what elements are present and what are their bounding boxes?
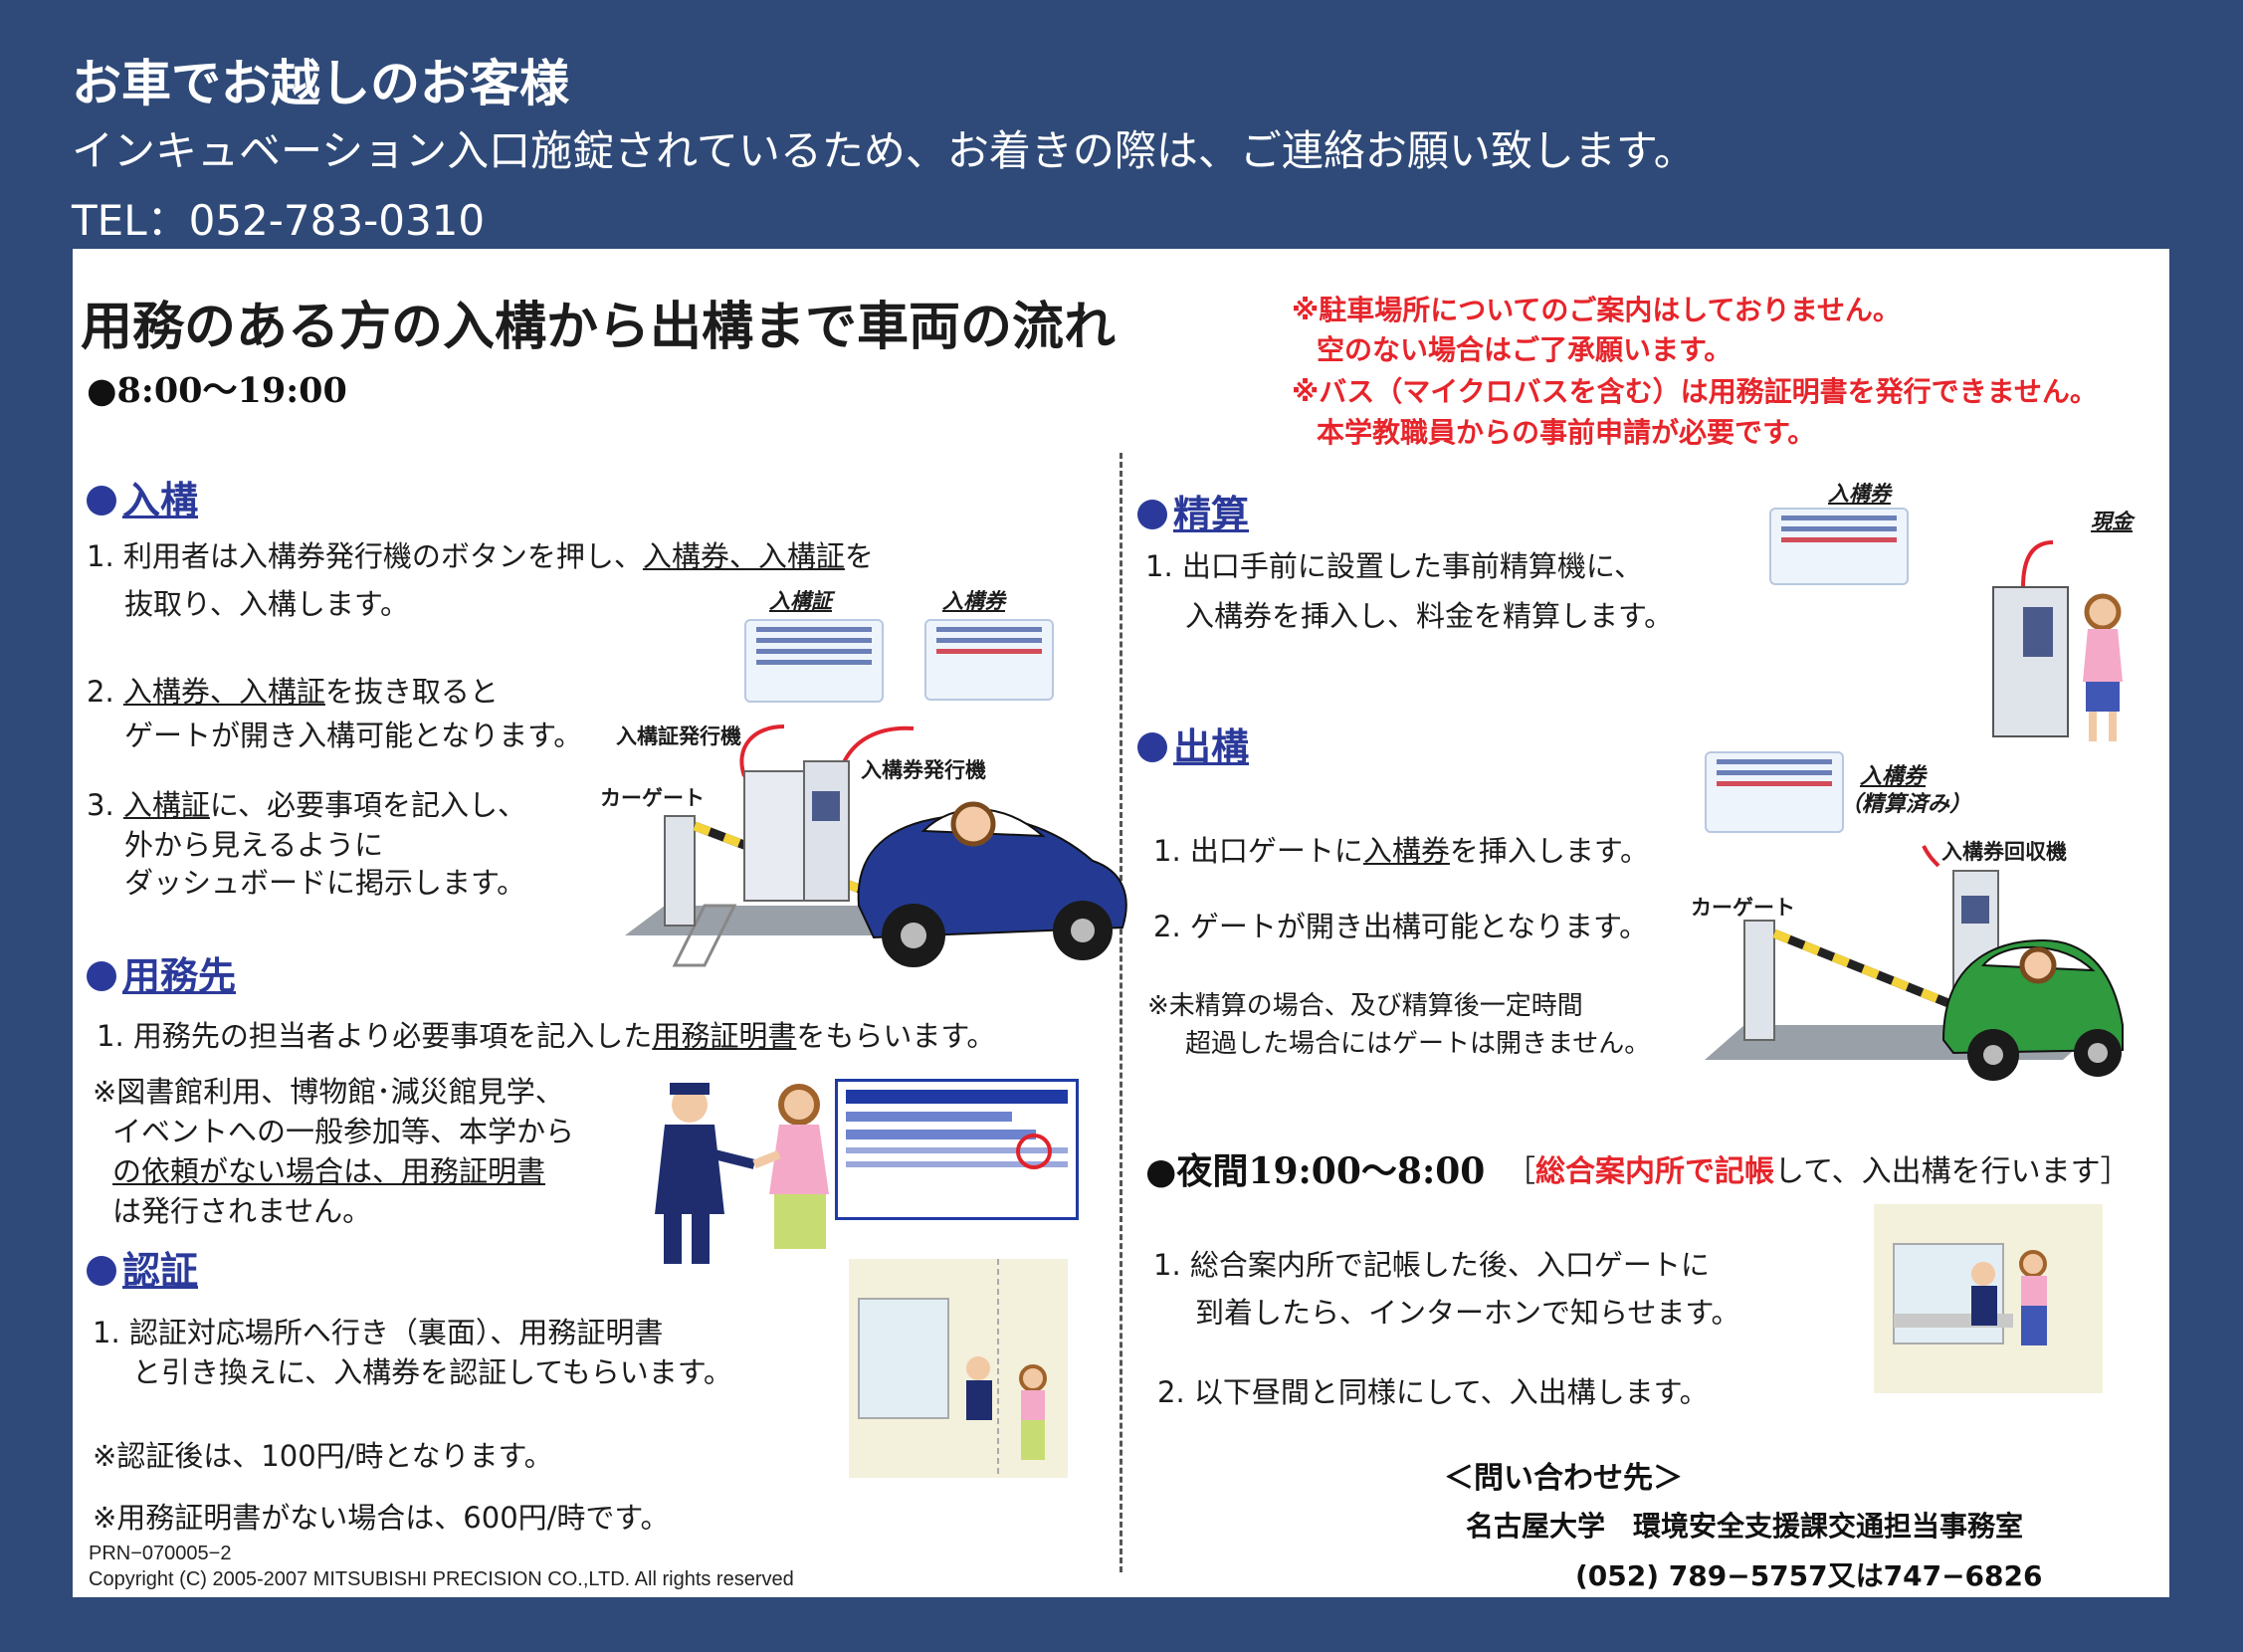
entry-gate-illustration	[625, 724, 1127, 967]
exit-gate-illustration	[1705, 845, 2124, 1081]
notice-parking: ※駐車場所についてのご案内はしておりません。	[1292, 294, 1901, 326]
night-step-1-cont: 到着したら、インターホンで知らせます。	[1195, 1296, 1740, 1330]
certify-step-1-cont: と引き換えに、入構券を認証してもらいます。	[132, 1355, 732, 1389]
settle-label-ticket: 入構券	[1828, 482, 1891, 506]
settle-ticket-illustration	[1769, 508, 1909, 585]
settle-step-1-cont: 入構券を挿入し、料金を精算します。	[1185, 599, 1674, 633]
certify-step-1: 1. 認証対応場所へ行き（裏面）、用務証明書	[93, 1316, 664, 1349]
entry-step-3: 3. 入構証に、必要事項を記入し、	[87, 788, 527, 822]
night-reception-illustration	[1874, 1204, 2103, 1393]
label-ticket: 入構券	[942, 589, 1005, 613]
contact-phone: (052) 789−5757又は747−6826	[1575, 1559, 2043, 1592]
exit-label-gate: カーゲート	[1691, 896, 1795, 920]
exit-ticket-illustration	[1705, 751, 1844, 833]
header-notice: インキュベーション入口施錠されているため、お着きの際は、ご連絡お願い致します。	[72, 126, 1696, 175]
label-car-gate: カーゲート	[600, 786, 705, 810]
business-note-2: イベントへの一般参加等、本学から	[112, 1115, 575, 1148]
certify-booth-illustration	[849, 1259, 1068, 1478]
exit-label-collector: 入構券回収機	[1941, 840, 2067, 864]
settle-step-1: 1. 出口手前に設置した事前精算機に、	[1145, 549, 1644, 583]
header-phone: TEL：052-783-0310	[72, 196, 486, 245]
entry-step-2-cont: ゲートが開き入構可能となります。	[124, 719, 583, 752]
ticket-card-illustration	[924, 619, 1054, 701]
exit-step-1: 1. 出口ゲートに入構券を挿入します。	[1153, 834, 1650, 868]
document-code: PRN−070005−2	[89, 1543, 232, 1564]
exit-step-2: 2. ゲートが開き出構可能となります。	[1153, 910, 1649, 943]
night-step-2: 2. 以下昼間と同様にして、入出構します。	[1157, 1375, 1709, 1409]
business-note-3: の依頼がない場合は、用務証明書	[112, 1154, 546, 1188]
settle-machine-illustration	[1992, 540, 2123, 741]
certify-no-cert-note: ※用務証明書がない場合は、600円/時です。	[93, 1501, 670, 1535]
entry-step-1-cont: 抜取り、入構します。	[124, 587, 409, 621]
business-step-1: 1. 用務先の担当者より必要事項を記入した用務証明書をもらいます。	[97, 1019, 996, 1053]
permit-card-illustration	[744, 619, 884, 703]
notice-bus-2: 本学教職員からの事前申請が必要です。	[1317, 416, 1816, 449]
section-exit-heading: 出構	[1137, 717, 1249, 771]
exit-note-2: 超過した場合にはゲートは開きません。	[1185, 1029, 1651, 1059]
label-ticket-machine: 入構券発行機	[861, 758, 986, 782]
section-entry-heading: 入構	[87, 470, 198, 524]
section-certify-heading: 認証	[87, 1240, 198, 1295]
contact-office: 名古屋大学 環境安全支援課交通担当事務室	[1466, 1510, 2024, 1543]
notice-parking-2: 空のない場合はご了承願います。	[1317, 333, 1733, 366]
night-step-1: 1. 総合案内所で記帳した後、入口ゲートに	[1153, 1248, 1710, 1282]
entry-step-3-cont-2: ダッシュボードに掲示します。	[124, 866, 526, 900]
day-hours: ●8:00〜19:00	[87, 370, 347, 411]
label-permit: 入構証	[769, 589, 832, 613]
notice-bus: ※バス（マイクロバスを含む）は用務証明書を発行できません。	[1292, 375, 2098, 408]
business-note-1: ※図書館利用、博物館･減災館見学、	[93, 1075, 564, 1109]
entry-step-2: 2. 入構券、入構証を抜き取ると	[87, 675, 499, 709]
handshake-illustration	[655, 1083, 829, 1264]
certify-rate-note: ※認証後は、100円/時となります。	[93, 1439, 553, 1473]
column-divider	[1120, 453, 1122, 1572]
night-instruction: ［総合案内所で記帳して、入出構を行います］	[1506, 1154, 2131, 1189]
night-hours: ●夜間19:00〜8:00	[1145, 1150, 1486, 1192]
exit-note-1: ※未精算の場合、及び精算後一定時間	[1147, 991, 1583, 1021]
label-permit-machine: 入構証発行機	[616, 724, 741, 748]
copyright: Copyright (C) 2005-2007 MITSUBISHI PRECI…	[89, 1568, 794, 1590]
business-note-4: は発行されません。	[112, 1194, 372, 1228]
header-title: お車でお越しのお客様	[72, 55, 569, 112]
entry-step-3-cont: 外から見えるように	[124, 828, 384, 862]
flyer-title: 用務のある方の入構から出構まで車両の流れ	[81, 298, 1117, 357]
settle-label-cash: 現金	[2091, 510, 2133, 533]
entry-step-1: 1. 利用者は入構券発行機のボタンを押し、入構券、入構証を	[87, 539, 874, 573]
business-certificate-illustration	[835, 1079, 1079, 1220]
exit-label-ticket: 入構券	[1860, 764, 1927, 789]
contact-heading: ＜問い合わせ先＞	[1444, 1461, 1683, 1496]
exit-label-settled: （精算済み）	[1840, 792, 1972, 817]
section-settle-heading: 精算	[1137, 484, 1249, 538]
flyer-image: 用務のある方の入構から出構まで車両の流れ ●8:00〜19:00 ※駐車場所につ…	[73, 249, 2169, 1597]
section-business-heading: 用務先	[87, 945, 236, 1000]
